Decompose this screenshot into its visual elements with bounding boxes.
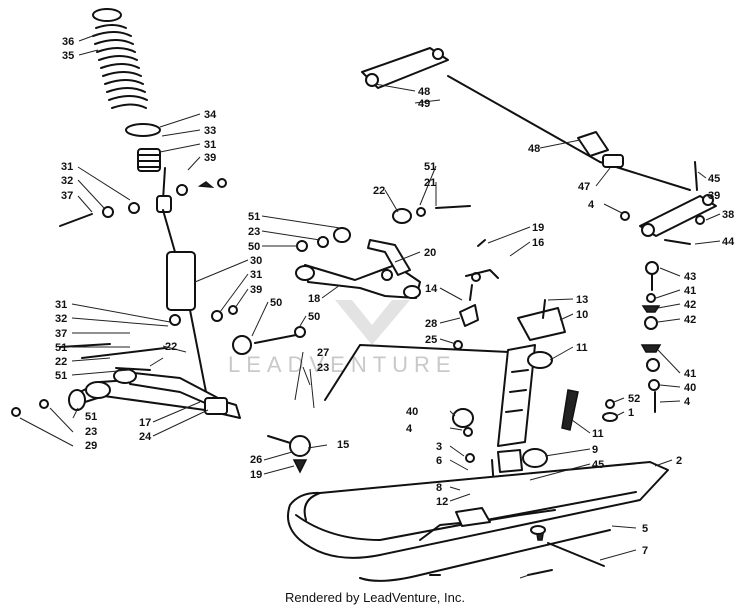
callout: 32 — [55, 313, 67, 325]
callout: 40 — [406, 406, 418, 418]
callout: 23 — [248, 226, 260, 238]
callout: 28 — [425, 318, 437, 330]
watermark-text: LEADVENTURE — [228, 352, 457, 377]
callout: 34 — [204, 109, 217, 121]
callout: 6 — [436, 455, 442, 467]
callout: 50 — [248, 241, 260, 253]
right-hardware-stack — [602, 261, 662, 422]
callout: 25 — [425, 334, 437, 346]
callout: 21 — [424, 177, 436, 189]
callout: 19 — [250, 469, 262, 481]
callout: 26 — [250, 454, 262, 466]
callout: 44 — [722, 236, 735, 248]
callout: 14 — [425, 283, 438, 295]
callout: 17 — [139, 417, 151, 429]
callout: 32 — [61, 175, 73, 187]
callout: 5 — [642, 523, 648, 535]
callout: 22 — [55, 356, 67, 368]
callout: 22 — [165, 341, 177, 353]
callout: 24 — [139, 431, 152, 443]
callout: 51 — [55, 370, 67, 382]
callout: 30 — [250, 255, 262, 267]
callout: 18 — [308, 293, 320, 305]
callout: 33 — [204, 125, 216, 137]
callout: 50 — [308, 311, 320, 323]
callout: 10 — [576, 309, 588, 321]
callout: 11 — [576, 342, 588, 354]
callout: 31 — [250, 269, 262, 281]
callout: 11 — [592, 428, 604, 440]
callout: 7 — [642, 545, 648, 557]
callout: 51 — [85, 411, 97, 423]
callout: 36 — [62, 36, 74, 48]
callout: 51 — [424, 161, 436, 173]
callout: 42 — [684, 314, 696, 326]
callout: 27 — [317, 347, 329, 359]
callout: 8 — [436, 482, 442, 494]
callout: 2 — [676, 455, 682, 467]
steering-rod — [324, 344, 511, 401]
callout: 52 — [628, 393, 640, 405]
steering-link-assembly — [361, 47, 717, 245]
callout: 31 — [204, 139, 216, 151]
lower-a-arm — [11, 326, 311, 474]
callout: 13 — [576, 294, 588, 306]
callout: 31 — [55, 299, 67, 311]
callout: 29 — [85, 440, 97, 452]
callout: 48 — [528, 143, 540, 155]
callout: 48 — [418, 86, 430, 98]
callout: 45 — [592, 459, 604, 471]
spindle-assembly — [452, 299, 579, 495]
callout: 37 — [55, 328, 67, 340]
tie-rod-end — [453, 239, 499, 350]
callout: 39 — [250, 284, 262, 296]
callout-labels: 36 35 34 33 31 39 31 32 37 30 31 39 31 3… — [55, 36, 735, 557]
callout: 31 — [61, 161, 73, 173]
callout: 51 — [248, 211, 260, 223]
callout: 35 — [62, 50, 74, 62]
callout: 41 — [684, 368, 696, 380]
upper-a-arm — [295, 205, 471, 299]
callout: 9 — [592, 444, 598, 456]
callout: 3 — [436, 441, 442, 453]
spring-shock-assembly — [59, 8, 238, 393]
callout: 4 — [684, 396, 691, 408]
callout: 40 — [684, 382, 696, 394]
callout: 23 — [317, 362, 329, 374]
callout: 43 — [684, 271, 696, 283]
callout: 16 — [532, 237, 544, 249]
callout: 12 — [436, 496, 448, 508]
callout: 41 — [684, 285, 696, 297]
callout: 4 — [588, 199, 595, 211]
callout: 23 — [85, 426, 97, 438]
callout: 15 — [337, 439, 349, 451]
callout: 22 — [373, 185, 385, 197]
callout: 4 — [406, 423, 413, 435]
footer-caption: Rendered by LeadVenture, Inc. — [285, 590, 465, 605]
callout: 47 — [578, 181, 590, 193]
callout: 38 — [722, 209, 734, 221]
callout: 37 — [61, 190, 73, 202]
callout: 45 — [708, 173, 720, 185]
callout: 19 — [532, 222, 544, 234]
callout: 39 — [204, 152, 216, 164]
callout: 51 — [55, 342, 67, 354]
callout: 20 — [424, 247, 436, 259]
watermark: LEADVENTURE — [228, 300, 457, 377]
callout: 39 — [708, 190, 720, 202]
leader-lines — [19, 33, 721, 579]
callout: 42 — [684, 299, 696, 311]
callout: 50 — [270, 297, 282, 309]
callout: 49 — [418, 98, 430, 110]
callout: 1 — [628, 407, 634, 419]
ski — [287, 461, 669, 582]
